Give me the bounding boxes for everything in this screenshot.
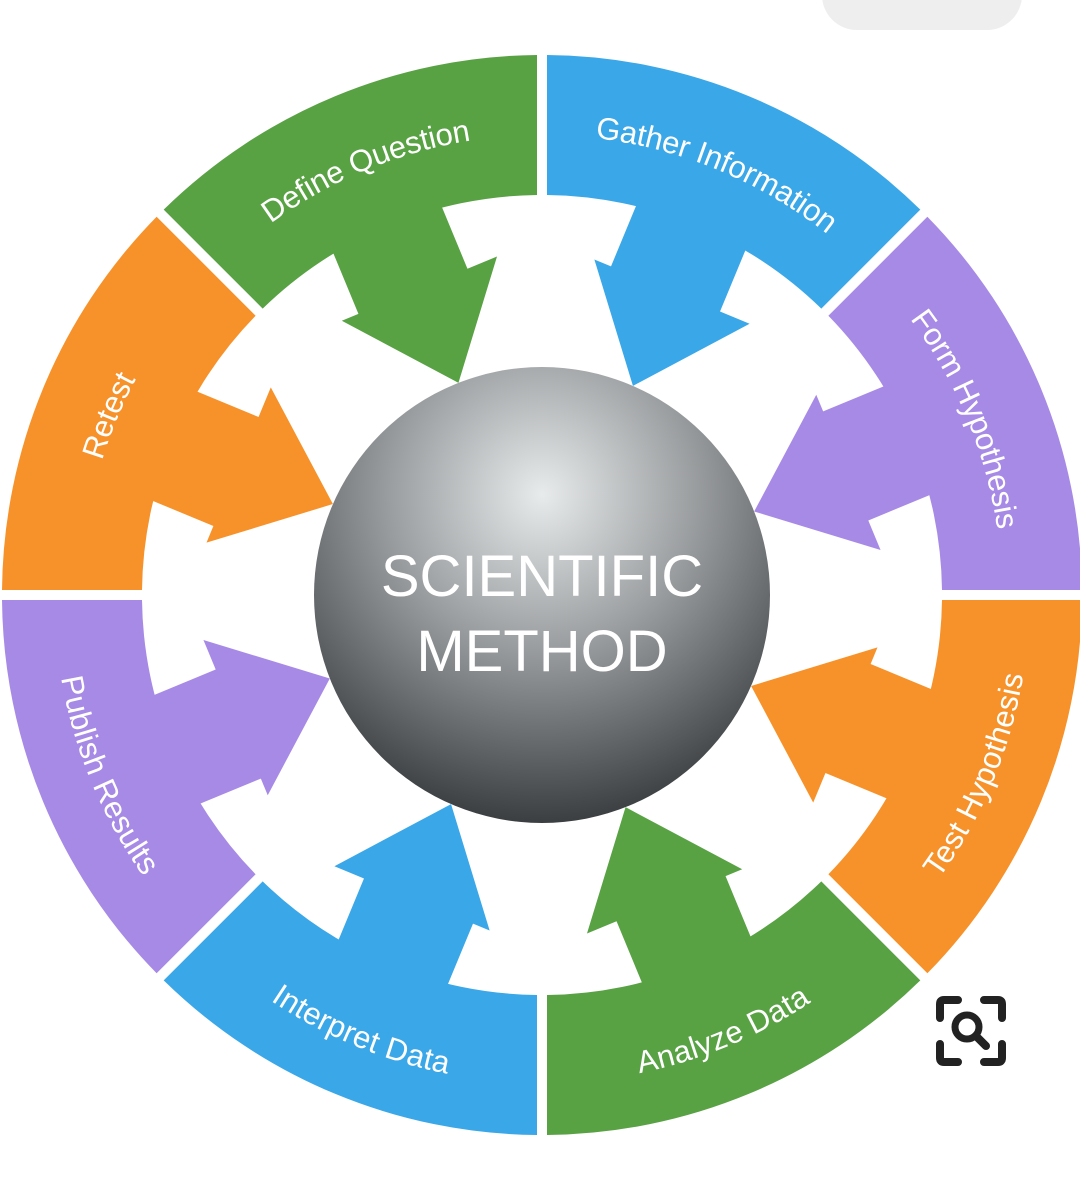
visual-search-icon xyxy=(936,996,1006,1066)
segment-publish-results xyxy=(2,600,256,974)
arrow-form-hypothesis xyxy=(754,380,943,551)
segment-retest xyxy=(2,216,256,590)
center-title-line1: SCIENTIFIC xyxy=(381,544,703,609)
arrow-define-question xyxy=(327,194,498,383)
segment-define-question xyxy=(163,55,537,309)
arrow-gather-information xyxy=(594,192,751,386)
arrow-interpret-data xyxy=(333,804,490,998)
arrow-retest xyxy=(139,386,333,543)
center-sphere xyxy=(314,367,770,823)
arrow-publish-results xyxy=(141,639,330,810)
segment-analyze-data xyxy=(547,881,921,1135)
segment-interpret-data xyxy=(163,881,537,1135)
visual-search-button[interactable] xyxy=(930,990,1012,1072)
top-handle xyxy=(822,0,1022,30)
arrow-analyze-data xyxy=(586,807,757,996)
segment-gather-information xyxy=(547,55,921,309)
segment-test-hypothesis xyxy=(828,600,1080,974)
center-title-line2: METHOD xyxy=(416,619,667,684)
segment-form-hypothesis xyxy=(828,216,1080,590)
arrow-test-hypothesis xyxy=(751,647,945,804)
